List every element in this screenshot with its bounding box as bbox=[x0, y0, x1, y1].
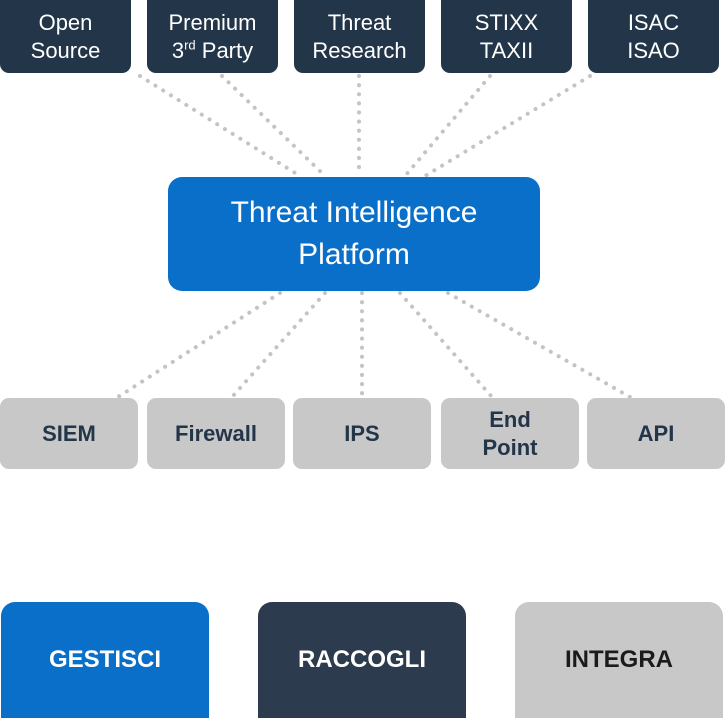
output-label: SIEM bbox=[42, 420, 96, 446]
source-label: STIXX TAXII bbox=[474, 9, 539, 63]
output-end-point: End Point bbox=[441, 398, 579, 469]
source-stixx-taxii: STIXX TAXII bbox=[441, 0, 572, 73]
connector-firewall bbox=[230, 291, 327, 399]
output-label: IPS bbox=[344, 420, 380, 446]
source-threat-research: Threat Research bbox=[294, 0, 425, 73]
output-siem: SIEM bbox=[0, 398, 138, 469]
integra-label: INTEGRA bbox=[565, 646, 673, 673]
source-label: Open Source bbox=[30, 9, 101, 63]
connector-premium bbox=[220, 74, 327, 178]
source-label: Premium 3rd Party bbox=[168, 9, 257, 63]
threat-intelligence-platform: Threat Intelligence Platform bbox=[168, 177, 540, 291]
integra-button[interactable]: INTEGRA bbox=[515, 602, 723, 718]
source-isac-isao: ISAC ISAO bbox=[588, 0, 719, 73]
source-premium-3rd-party: Premium 3rd Party bbox=[147, 0, 278, 73]
output-label: End Point bbox=[482, 406, 538, 460]
output-label: Firewall bbox=[175, 420, 257, 446]
gestisci-label: GESTISCI bbox=[48, 646, 162, 673]
connector-end-point bbox=[398, 291, 494, 399]
output-label: API bbox=[637, 420, 675, 446]
raccogli-label: RACCOGLI bbox=[298, 646, 426, 673]
platform-label: Threat Intelligence Platform bbox=[230, 196, 478, 271]
raccogli-button[interactable]: RACCOGLI bbox=[258, 602, 466, 718]
source-open-source: Open Source bbox=[0, 0, 131, 73]
connector-siem bbox=[116, 291, 282, 399]
output-api: API bbox=[587, 398, 725, 469]
output-ips: IPS bbox=[293, 398, 431, 469]
output-firewall: Firewall bbox=[147, 398, 285, 469]
source-label: ISAC ISAO bbox=[627, 9, 680, 63]
source-label: Threat Research bbox=[312, 9, 407, 63]
connector-stixx-taxii bbox=[403, 74, 492, 178]
gestisci-button[interactable]: GESTISCI bbox=[1, 602, 209, 718]
connector-api bbox=[446, 291, 632, 399]
